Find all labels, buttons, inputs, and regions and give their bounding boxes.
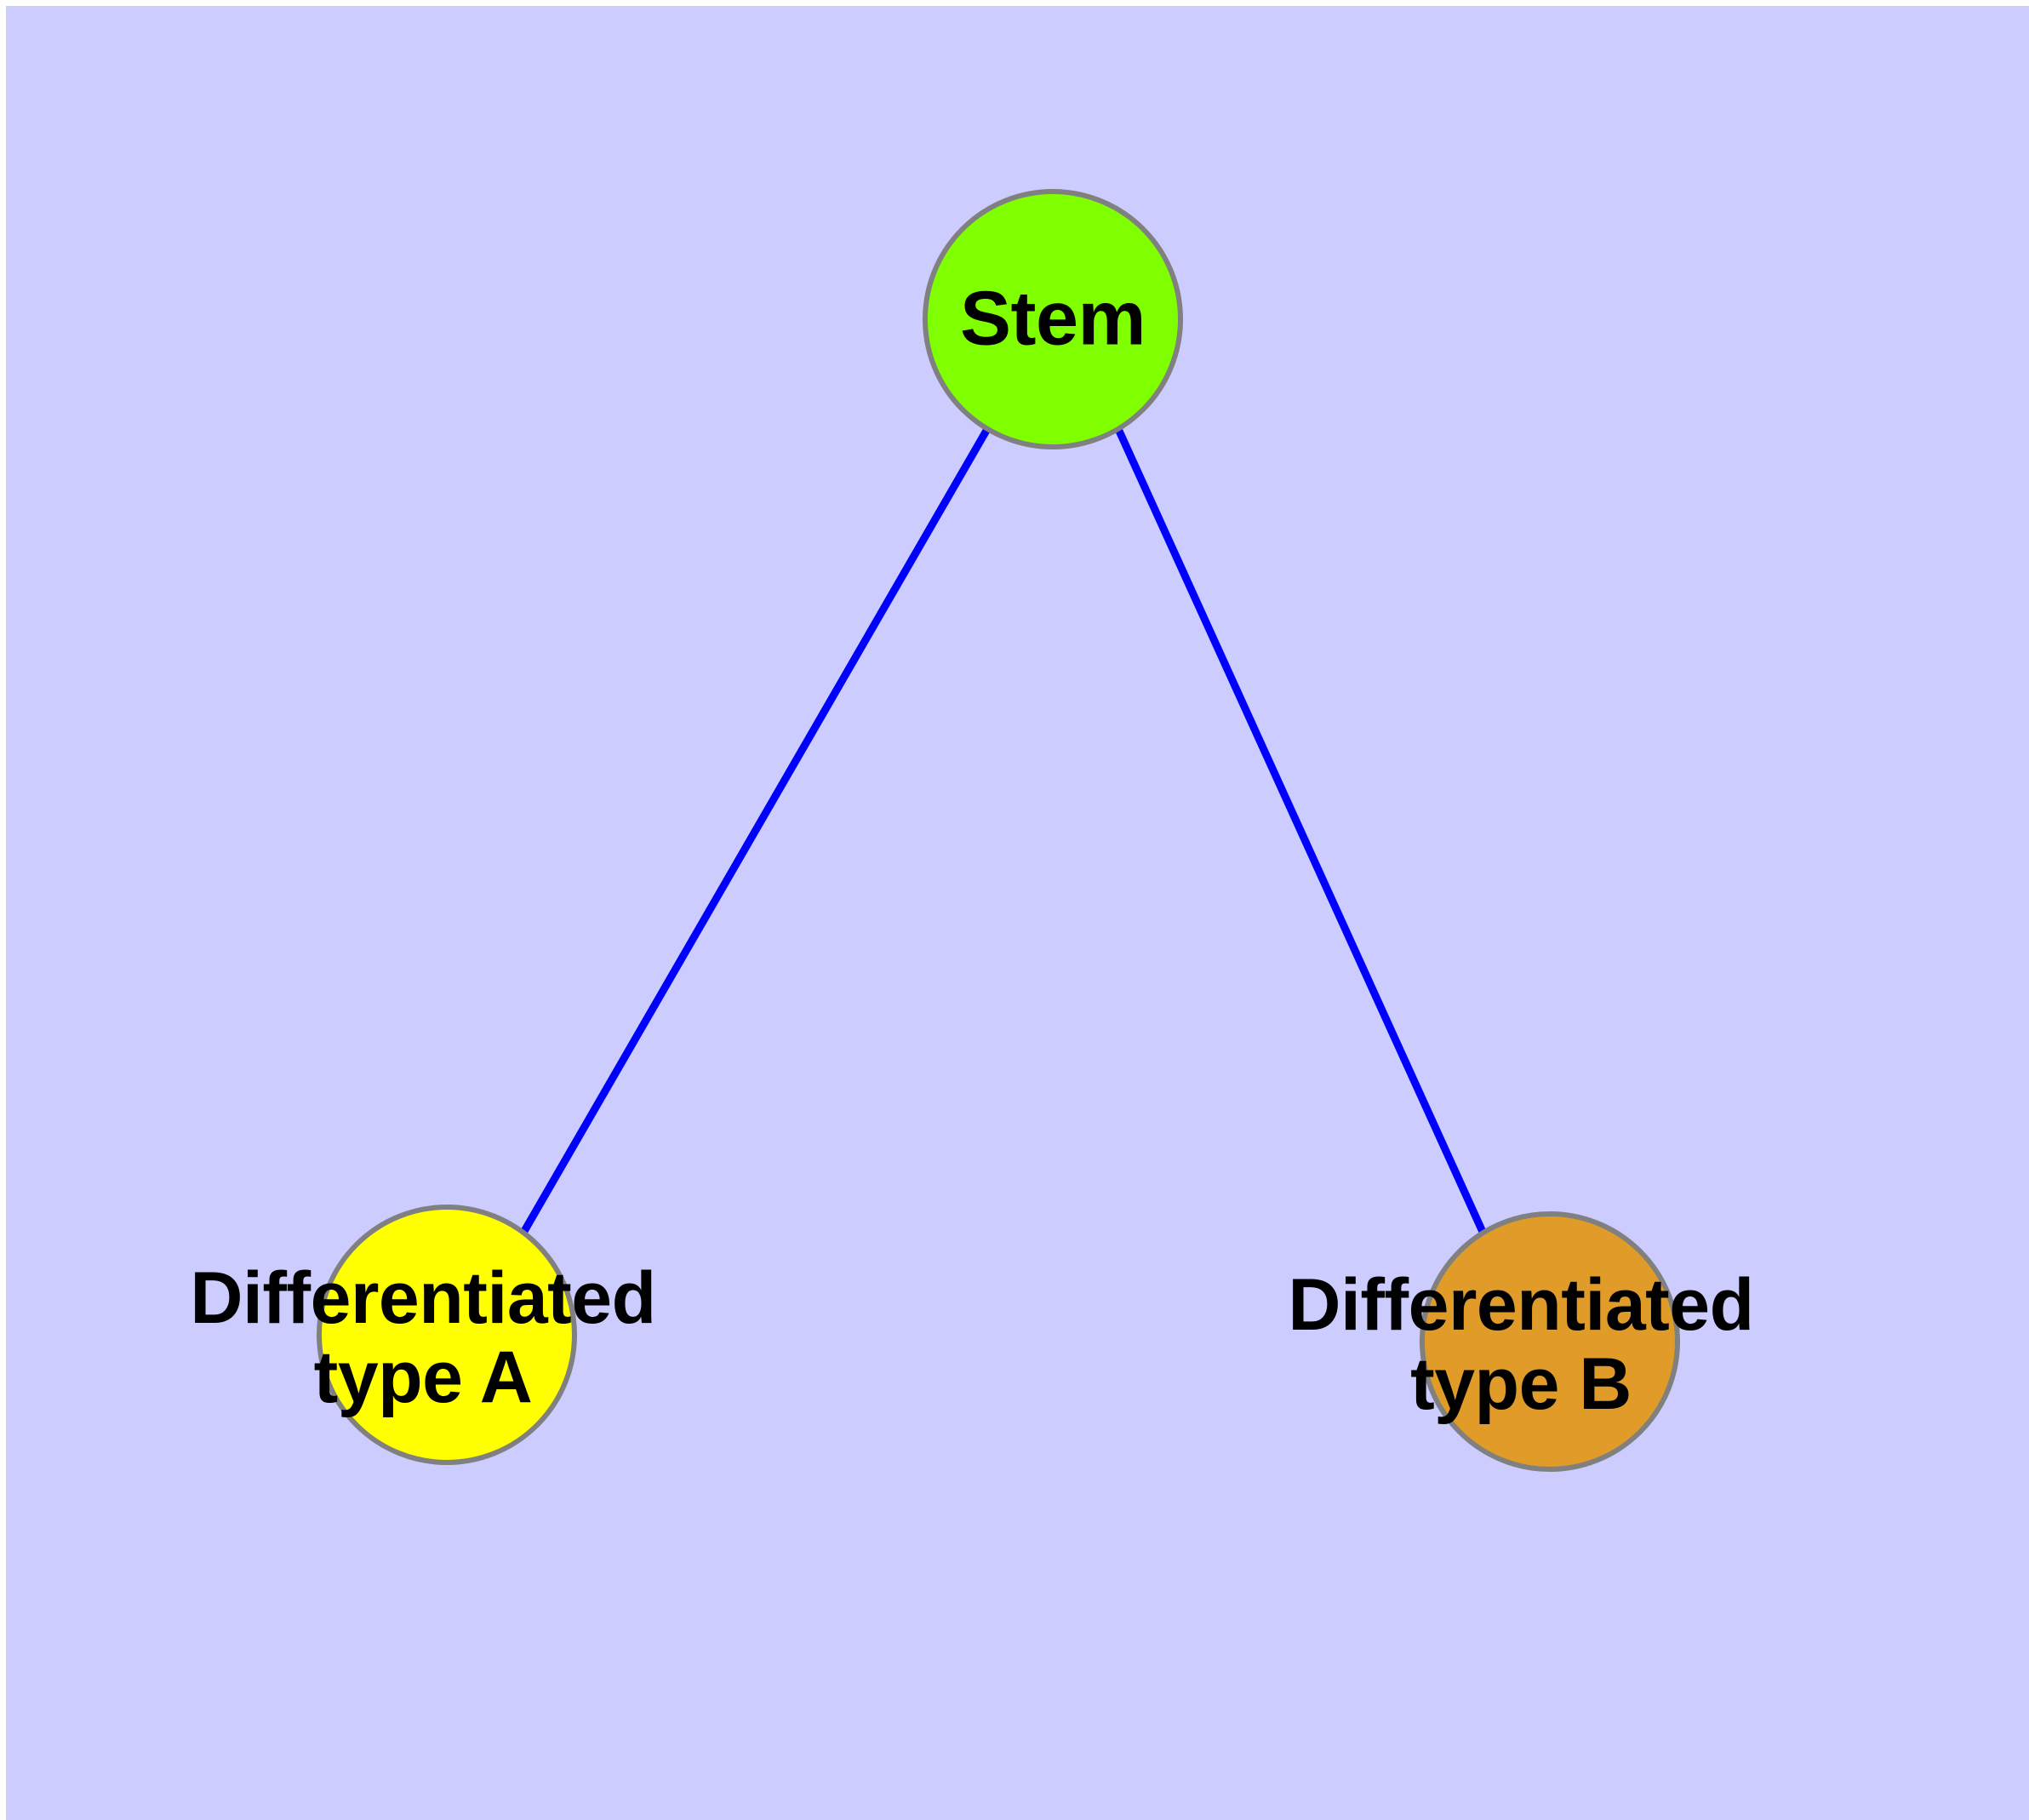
node-layer <box>317 189 1680 1472</box>
node-stem[interactable] <box>923 189 1183 449</box>
edge-layer <box>520 426 1487 1235</box>
edge-stem-to-differentiated-type-b <box>1114 427 1487 1233</box>
node-differentiated-type-a[interactable] <box>317 1205 577 1465</box>
edge-stem-to-differentiated-type-a <box>520 426 991 1235</box>
node-differentiated-type-b[interactable] <box>1420 1211 1680 1472</box>
